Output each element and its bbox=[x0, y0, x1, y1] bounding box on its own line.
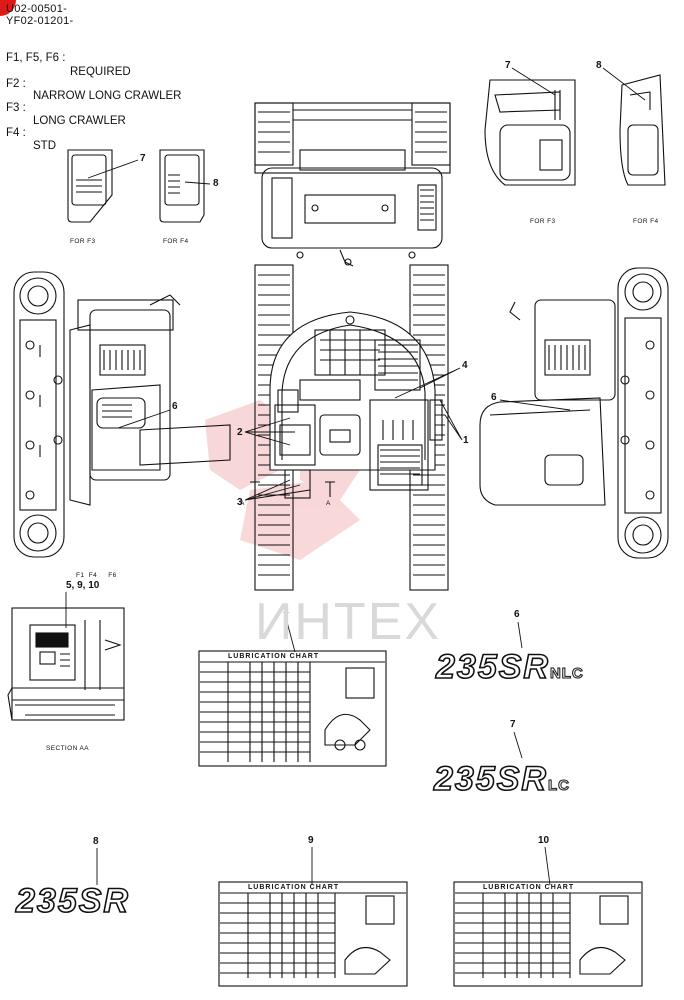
watermark-text: ИНТЕХ bbox=[255, 593, 442, 651]
decal-nlc-main: 235SR bbox=[435, 647, 550, 687]
legend-text-f1: REQUIRED bbox=[70, 66, 131, 78]
decal-callout-7: 7 bbox=[510, 719, 516, 730]
callout-6-right: 6 bbox=[491, 392, 497, 403]
decal-235sr-nlc: 235SRNLC bbox=[435, 647, 584, 687]
decal-235sr-lc: 235SRLC bbox=[433, 759, 570, 799]
callout-8-right: 8 bbox=[596, 60, 602, 71]
legend-code-f1: F1, F5, F6 : bbox=[6, 52, 66, 64]
decal-lc-main: 235SR bbox=[433, 759, 548, 799]
decal-nlc-suffix: NLC bbox=[549, 665, 584, 683]
leader-lines bbox=[65, 67, 646, 886]
caption-for-f4-left: FOR F4 bbox=[163, 238, 189, 245]
door-f4-small bbox=[159, 149, 205, 223]
legend-text-f2: NARROW LONG CRAWLER bbox=[33, 90, 182, 102]
door-f3-small bbox=[67, 149, 113, 223]
section-arrow-a-right: A bbox=[326, 500, 331, 507]
legend-code-f2: F2 : bbox=[6, 78, 26, 90]
decal-callout-10: 10 bbox=[538, 835, 550, 846]
caption-for-f4-right: FOR F4 bbox=[633, 218, 659, 225]
top-rear-view bbox=[254, 102, 451, 267]
callout-8-left: 8 bbox=[213, 178, 219, 189]
decal-callout-8: 8 bbox=[93, 836, 99, 847]
section-arrow-a-left: A bbox=[240, 500, 245, 507]
caption-section-items: 5, 9, 10 bbox=[66, 580, 100, 591]
section-aa bbox=[7, 607, 125, 721]
lube-chart-9 bbox=[218, 881, 408, 987]
left-side-view bbox=[13, 271, 231, 558]
decal-callout-6: 6 bbox=[514, 609, 520, 620]
caption-for-f3-right: FOR F3 bbox=[530, 218, 556, 225]
callout-7-right: 7 bbox=[505, 60, 511, 71]
decal-235sr-std: 235SR bbox=[15, 881, 130, 921]
decal-lc-suffix: LC bbox=[547, 777, 570, 795]
lube-chart-10 bbox=[453, 881, 643, 987]
caption-for-f3-left: FOR F3 bbox=[70, 238, 96, 245]
lube-chart-1 bbox=[198, 650, 387, 767]
lube-chart-9-title: LUBRICATION CHART bbox=[248, 884, 340, 891]
cabin-f3-right bbox=[484, 79, 576, 186]
serial-2: YF02-01201- bbox=[6, 15, 74, 27]
cabin-f4-right bbox=[619, 74, 666, 186]
serial-1: U02-00501- bbox=[6, 3, 68, 15]
decal-std-main: 235SR bbox=[15, 881, 130, 921]
lube-chart-1-title: LUBRICATION CHART bbox=[228, 653, 320, 660]
lube-chart-10-title: LUBRICATION CHART bbox=[483, 884, 575, 891]
legend-code-f4: F4 : bbox=[6, 127, 26, 139]
plan-view bbox=[250, 264, 449, 591]
callout-2: 2 bbox=[237, 427, 243, 438]
legend-text-f4: STD bbox=[33, 140, 56, 152]
decal-callout-9: 9 bbox=[308, 835, 314, 846]
caption-section-codes: F1 F4 F6 bbox=[76, 572, 117, 579]
callout-1: 1 bbox=[463, 435, 469, 446]
callout-4: 4 bbox=[462, 360, 468, 371]
legend-text-f3: LONG CRAWLER bbox=[33, 115, 126, 127]
callout-7-left: 7 bbox=[140, 153, 146, 164]
right-side-view bbox=[479, 267, 669, 559]
legend-code-f3: F3 : bbox=[6, 102, 26, 114]
decal-callout-1: 1 bbox=[283, 605, 289, 616]
callout-3: 3 bbox=[237, 497, 243, 508]
callout-6-left: 6 bbox=[172, 401, 178, 412]
caption-section-aa: SECTION AA bbox=[46, 745, 90, 752]
